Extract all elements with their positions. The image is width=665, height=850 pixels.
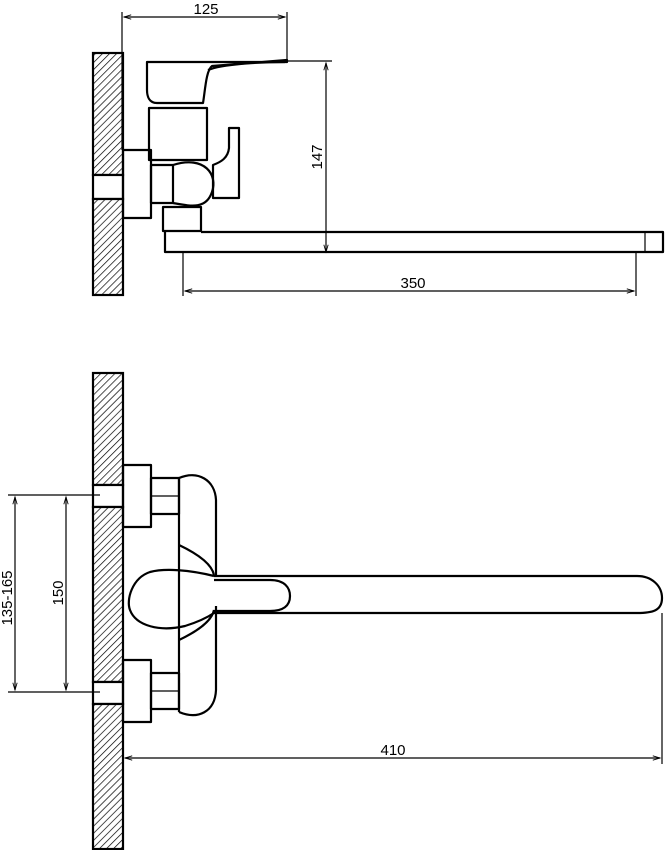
dim-150-label: 150	[50, 580, 67, 605]
dimension-410: 410	[122, 613, 663, 764]
wall-section-front	[91, 371, 125, 850]
wall-section-top	[91, 51, 125, 297]
dimension-147: 147	[288, 60, 332, 254]
dim-135-165-label: 135-165	[0, 570, 16, 625]
dimension-150: 150	[50, 495, 69, 692]
lower-connector	[121, 658, 181, 724]
side-view: 125 147 350	[91, 1, 665, 297]
dimension-135-165: 135-165	[0, 494, 100, 693]
mixer-body-front	[127, 474, 664, 717]
dimension-125: 125	[121, 1, 288, 150]
mixer-body-side	[121, 58, 665, 254]
dim-147-label: 147	[309, 144, 326, 169]
upper-connector	[121, 463, 181, 529]
dim-125-label: 125	[193, 1, 218, 18]
dimension-350: 350	[182, 252, 637, 296]
dim-410-label: 410	[380, 742, 405, 759]
front-view: 135-165 150 410	[0, 371, 664, 850]
dim-350-label: 350	[400, 275, 425, 292]
